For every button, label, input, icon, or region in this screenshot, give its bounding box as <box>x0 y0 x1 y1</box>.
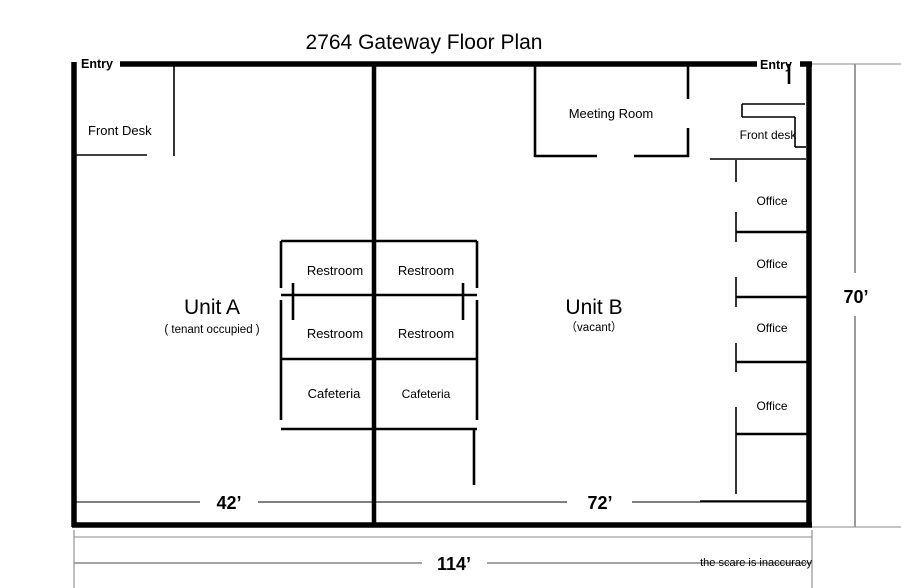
office-label-3: Office <box>756 321 787 335</box>
office-label-2: Office <box>756 257 787 271</box>
front-desk-left-label: Front Desk <box>88 123 152 138</box>
cafeteria-label-1: Cafeteria <box>308 386 362 401</box>
restroom-label-4: Restroom <box>398 326 454 341</box>
entry-label-right: Entry <box>760 58 792 72</box>
dimension-total-width: 114’ <box>437 554 471 574</box>
restroom-label-1: Restroom <box>307 263 363 278</box>
entry-label-left: Entry <box>81 57 113 71</box>
scale-note: the scare is inaccuracy <box>700 557 812 569</box>
unit-b-title: Unit B <box>565 296 622 319</box>
dimension-total-depth: 70’ <box>843 287 868 307</box>
restroom-label-3: Restroom <box>307 326 363 341</box>
office-label-4: Office <box>756 399 787 413</box>
front-desk-right-label: Front desk <box>740 128 798 142</box>
meeting-room-label: Meeting Room <box>569 106 654 121</box>
unit-a-title: Unit A <box>184 296 240 319</box>
unit-a-status: ( tenant occupied ) <box>164 324 259 336</box>
page-title: 2764 Gateway Floor Plan <box>306 31 543 54</box>
office-label-1: Office <box>756 194 787 208</box>
dimension-unit-a: 42’ <box>216 493 241 513</box>
cafeteria-label-2: Cafeteria <box>402 387 451 401</box>
dimension-unit-b: 72’ <box>587 493 612 513</box>
unit-b-status: （vacant） <box>566 321 623 334</box>
restroom-label-2: Restroom <box>398 263 454 278</box>
